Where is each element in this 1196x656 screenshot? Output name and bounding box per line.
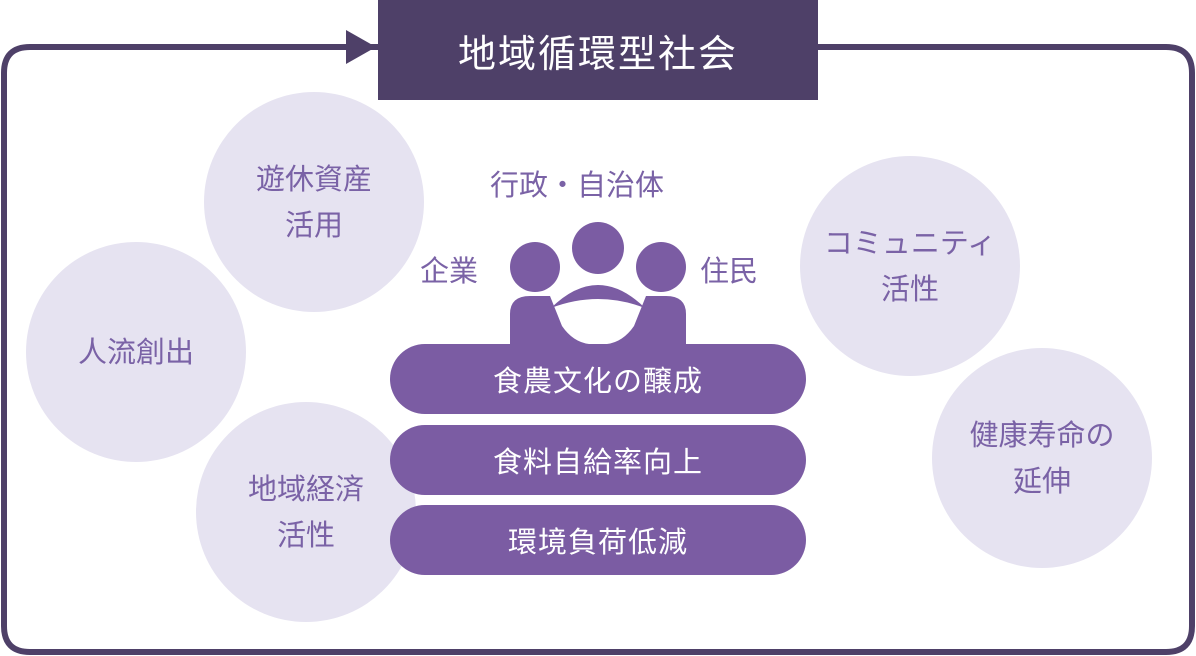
bubble-label: 活用 <box>284 208 343 242</box>
bubble-label: 健康寿命の <box>969 418 1115 452</box>
people-group-icon <box>510 222 686 350</box>
actor-government-label: 行政・自治体 <box>490 168 665 202</box>
bubble-label: 人流創出 <box>77 335 194 369</box>
bubble-idle-assets: 遊休資産 活用 <box>204 92 424 312</box>
bubble-regional-economy: 地域経済 活性 <box>196 402 416 622</box>
bubble-healthy-life: 健康寿命の 延伸 <box>932 348 1152 568</box>
pillar-environmental-load: 環境負荷低減 <box>390 505 806 575</box>
bubble-label: 活性 <box>880 272 939 306</box>
bubble-community: コミュニティ 活性 <box>800 156 1020 376</box>
bubble-label: 地域経済 <box>247 472 364 506</box>
actor-company-label: 企業 <box>420 254 479 288</box>
pillar-food-culture: 食農文化の醸成 <box>390 344 806 414</box>
bubble-people-flow: 人流創出 <box>26 242 246 462</box>
actor-residents-label: 住民 <box>700 254 759 288</box>
bubble-label: コミュニティ <box>823 226 997 260</box>
bubble-label: 遊休資産 <box>255 162 372 196</box>
pillar-food-self-sufficiency: 食料自給率向上 <box>390 425 806 495</box>
bubble-label: 延伸 <box>1012 464 1071 498</box>
bubble-label: 活性 <box>276 518 335 552</box>
arrow-right-icon <box>346 30 376 64</box>
diagram-title: 地域循環型社会 <box>378 0 818 100</box>
